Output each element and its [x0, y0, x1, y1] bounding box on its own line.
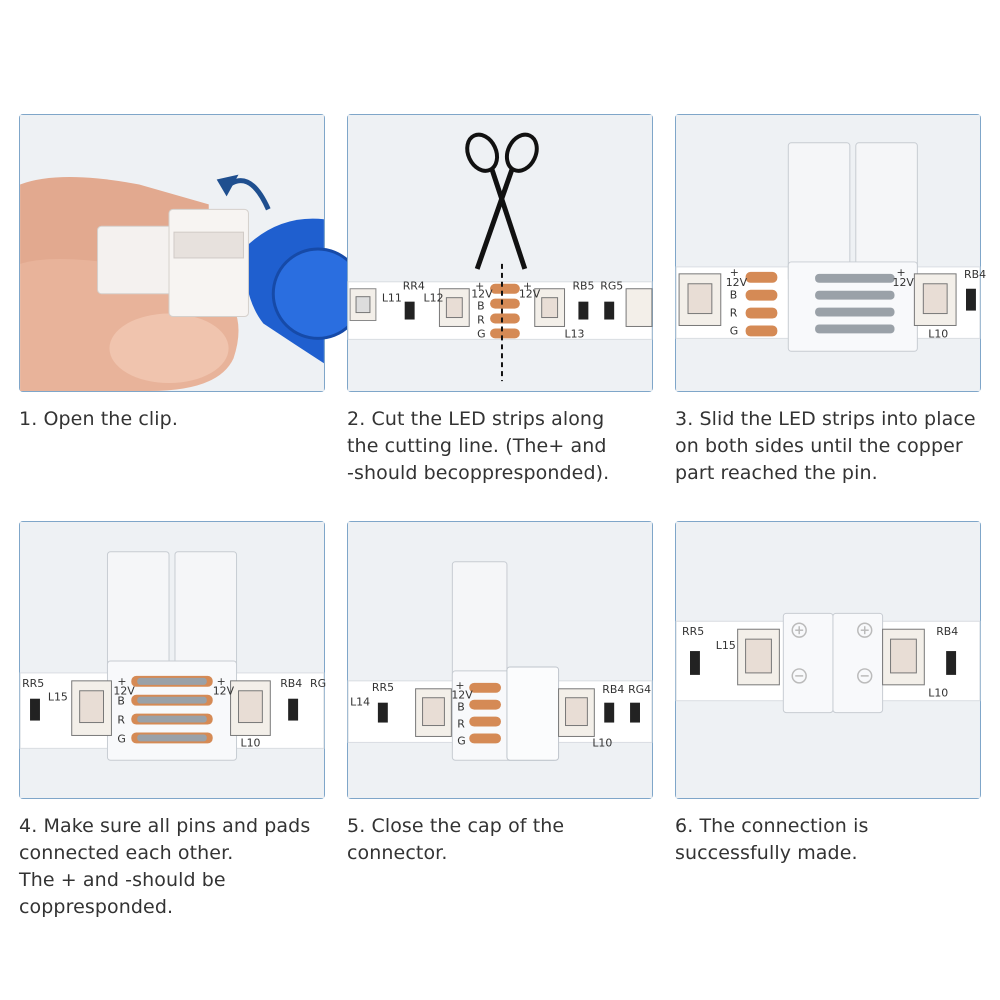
scissors-icon — [465, 132, 539, 270]
pin-label: R — [477, 313, 485, 326]
pin-label: G — [117, 732, 125, 745]
strip-label: RR5 — [682, 625, 704, 638]
pin-label: 12V — [471, 288, 493, 301]
strip-label: L10 — [928, 687, 948, 700]
connector-pins — [137, 677, 207, 742]
strip-label: RB4 — [280, 677, 302, 690]
step-2-image: L11 RR4 L12 + 12V B R G + 12V RB5 RG5 L1… — [347, 114, 653, 392]
pin-label: G — [477, 327, 485, 340]
strip-label: L10 — [928, 327, 948, 340]
clip-cap-left — [106, 551, 170, 677]
pin-label: + — [523, 280, 532, 293]
resistor — [690, 651, 700, 675]
strip-label: L15 — [48, 691, 68, 704]
strip-label: RB4 — [602, 683, 624, 696]
clip-cap-closed — [506, 666, 560, 761]
strip-label: RR5 — [372, 681, 394, 694]
pin-label: G — [730, 324, 738, 337]
clip-cap — [168, 208, 249, 318]
step-6-image: RR5 L15 RB4 L10 — [675, 521, 981, 799]
cut-strip-illustration: L11 RR4 L12 + 12V B R G + 12V RB5 RG5 L1… — [347, 115, 653, 391]
pin-label: B — [117, 695, 124, 708]
step-4-caption: 4. Make sure all pins and pads connected… — [19, 815, 311, 918]
resistor — [946, 651, 957, 675]
pin-label: + — [455, 679, 464, 692]
pin-label: + — [117, 675, 126, 688]
strip-label: RG — [310, 677, 326, 690]
copper-pads — [490, 283, 520, 339]
connector-pins — [815, 273, 895, 334]
minus-icon — [791, 668, 873, 684]
step-4-image: RR5 L15 + 12V B R G + 12V RB4 RG L10 — [19, 521, 326, 799]
step-2-caption: 2. Cut the LED strips along the cutting … — [347, 408, 610, 484]
clip-cap-right — [174, 551, 238, 677]
resistor — [604, 301, 615, 320]
step-3-image: + 12V B R G + 12V RB4 L10 — [675, 114, 986, 392]
led-chip — [349, 288, 377, 322]
strip-label: L11 — [382, 292, 402, 305]
pin-label: B — [477, 300, 484, 313]
strip-label: L13 — [565, 327, 585, 340]
step-6-caption: 6. The connection is successfully made. — [675, 815, 869, 864]
strip-label: L10 — [241, 736, 261, 749]
resistor — [604, 702, 615, 723]
copper-pads — [469, 682, 501, 744]
strip-label: L10 — [592, 736, 612, 749]
clip-cap-left — [787, 142, 851, 283]
connection-done-illustration: RR5 L15 RB4 L10 — [675, 522, 981, 798]
strip-label: L15 — [716, 639, 736, 652]
step-5-image: RR5 L14 + 12V B R G RB4 RG4 L10 — [347, 521, 653, 799]
resistor — [966, 288, 976, 311]
resistor — [404, 301, 415, 320]
copper-pads — [745, 271, 778, 337]
close-cap-illustration: RR5 L14 + 12V B R G RB4 RG4 L10 — [347, 522, 653, 798]
strip-label: RR4 — [403, 280, 425, 293]
resistor — [630, 702, 640, 723]
pin-label: + — [217, 675, 226, 688]
pin-label: 12V — [519, 288, 541, 301]
pin-label: B — [730, 289, 737, 302]
step-1-image — [19, 114, 365, 392]
resistor — [288, 698, 299, 721]
step-5-caption: 5. Close the cap of the connector. — [347, 815, 565, 864]
step-3-caption: 3. Slid the LED strips into place on bot… — [675, 408, 976, 484]
led-chip — [71, 680, 112, 736]
pin-label: B — [457, 701, 464, 714]
led-chip — [625, 288, 653, 327]
pin-label: R — [457, 718, 465, 731]
strip-label: RB4 — [964, 268, 986, 281]
strip-label: RG4 — [628, 683, 651, 696]
pin-label: R — [730, 307, 738, 320]
strip-label: L12 — [424, 292, 444, 305]
pin-label: R — [117, 714, 125, 727]
resistor — [30, 698, 40, 721]
pin-label: + — [897, 266, 906, 279]
resistor — [578, 301, 589, 320]
strip-label: RB5 — [572, 280, 594, 293]
pin-label: 12V — [451, 689, 473, 702]
thumb-nail — [109, 313, 229, 384]
clip-cap-right — [855, 142, 918, 283]
resistor — [377, 702, 388, 723]
plus-icon — [791, 622, 873, 638]
pin-label: 12V — [893, 276, 915, 289]
pin-label: + — [475, 280, 484, 293]
pin-label: 12V — [213, 685, 235, 698]
strip-label: RB4 — [936, 625, 958, 638]
open-clip-illustration — [20, 115, 365, 391]
pins-connected-illustration: RR5 L15 + 12V B R G + 12V RB4 RG L10 — [19, 522, 326, 798]
strip-label: L14 — [350, 696, 370, 709]
pin-label: 12V — [726, 276, 748, 289]
pin-label: + — [730, 266, 739, 279]
strip-label: RG5 — [600, 280, 623, 293]
step-1-caption: 1. Open the clip. — [19, 408, 178, 430]
pin-label: G — [457, 734, 465, 747]
clip-closed-left — [782, 612, 834, 714]
slide-strip-illustration: + 12V B R G + 12V RB4 L10 — [675, 115, 986, 391]
pin-label: 12V — [113, 685, 135, 698]
strip-label: RR5 — [22, 677, 44, 690]
